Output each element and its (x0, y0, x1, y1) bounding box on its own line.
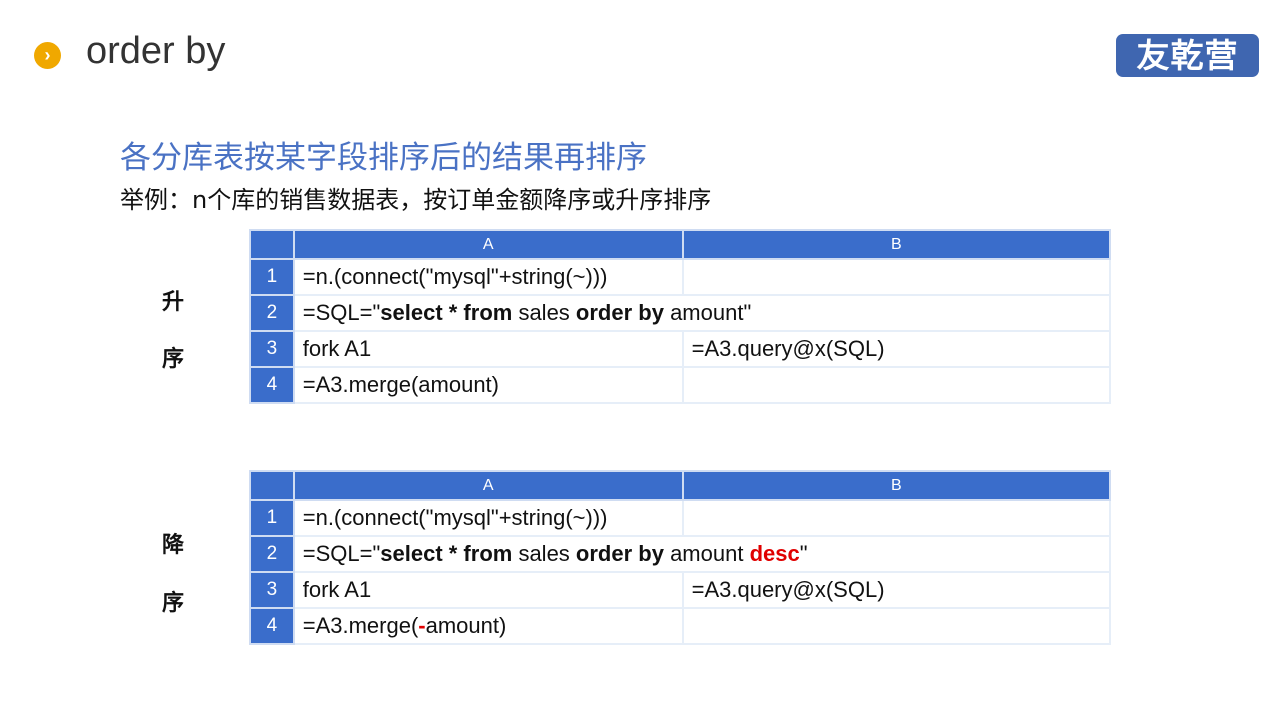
cell-b[interactable] (681, 366, 1112, 404)
cell-a[interactable]: =SQL="select * from sales order by amoun… (292, 535, 1112, 573)
asc-label-2: 序 (162, 347, 185, 372)
code-segment: fork A1 (302, 577, 372, 602)
row-number[interactable]: 4 (249, 607, 295, 645)
table-row: 1 =n.(connect("mysql"+string(~))) (249, 258, 1112, 296)
corner-cell (249, 229, 295, 260)
code-segment: sales (512, 541, 576, 566)
code-segment: =A3.merge(amount) (302, 372, 499, 397)
code-segment: select * from (380, 300, 513, 325)
code-segment: order by (575, 541, 664, 566)
cell-a[interactable]: =n.(connect("mysql"+string(~))) (292, 258, 684, 296)
cell-a[interactable]: =n.(connect("mysql"+string(~))) (292, 499, 684, 537)
column-header[interactable]: A (292, 470, 684, 501)
slide-title: order by (86, 30, 226, 72)
code-segment: select * from (380, 541, 513, 566)
row-number[interactable]: 3 (249, 571, 295, 609)
table-row: 2=SQL="select * from sales order by amou… (249, 294, 1112, 332)
code-segment: =SQL=" (302, 541, 381, 566)
desc-label-1: 降 (162, 533, 185, 558)
row-number[interactable]: 4 (249, 366, 295, 404)
code-segment: amount) (425, 613, 507, 638)
cell-a[interactable]: =SQL="select * from sales order by amoun… (292, 294, 1112, 332)
cell-b[interactable]: =A3.query@x(SQL) (681, 330, 1112, 368)
code-segment: fork A1 (302, 336, 372, 361)
cell-b[interactable] (681, 607, 1112, 645)
code-segment: order by (575, 300, 664, 325)
table-row: 3 fork A1 =A3.query@x(SQL) (249, 330, 1112, 368)
logo: 友乾营 (1116, 34, 1259, 77)
cell-b[interactable] (681, 258, 1112, 296)
row-number[interactable]: 2 (249, 535, 295, 573)
code-segment: desc (749, 541, 800, 566)
code-segment: =n.(connect("mysql"+string(~))) (302, 505, 608, 530)
subtitle: 各分库表按某字段排序后的结果再排序 (120, 140, 647, 176)
row-number[interactable]: 1 (249, 258, 295, 296)
cell-a[interactable]: =A3.merge(-amount) (292, 607, 684, 645)
cell-b[interactable]: =A3.query@x(SQL) (681, 571, 1112, 609)
asc-label-1: 升 (162, 290, 185, 315)
code-segment: sales (512, 300, 576, 325)
corner-cell (249, 470, 295, 501)
code-segment: amount" (663, 300, 752, 325)
chevron-right-icon: › (34, 42, 61, 69)
cell-a[interactable]: =A3.merge(amount) (292, 366, 684, 404)
code-segment: amount (663, 541, 750, 566)
column-header[interactable]: B (681, 470, 1112, 501)
desc-label-2: 序 (162, 591, 185, 616)
table-row: 1 =n.(connect("mysql"+string(~))) (249, 499, 1112, 537)
code-segment: " (799, 541, 808, 566)
code-segment: - (418, 613, 426, 638)
cell-a[interactable]: fork A1 (292, 330, 684, 368)
code-segment: =A3.merge( (302, 613, 419, 638)
table-row: 3 fork A1 =A3.query@x(SQL) (249, 571, 1112, 609)
column-header[interactable]: A (292, 229, 684, 260)
table-row: 2=SQL="select * from sales order by amou… (249, 535, 1112, 573)
row-number[interactable]: 1 (249, 499, 295, 537)
code-segment: =n.(connect("mysql"+string(~))) (302, 264, 608, 289)
table-row: 4 =A3.merge(amount) (249, 366, 1112, 404)
code-segment: =SQL=" (302, 300, 381, 325)
table-row: 4=A3.merge(-amount) (249, 607, 1112, 645)
column-header[interactable]: B (681, 229, 1112, 260)
cell-a[interactable]: fork A1 (292, 571, 684, 609)
row-number[interactable]: 3 (249, 330, 295, 368)
cell-b[interactable] (681, 499, 1112, 537)
example-text: 举例：n个库的销售数据表，按订单金额降序或升序排序 (120, 186, 712, 214)
row-number[interactable]: 2 (249, 294, 295, 332)
